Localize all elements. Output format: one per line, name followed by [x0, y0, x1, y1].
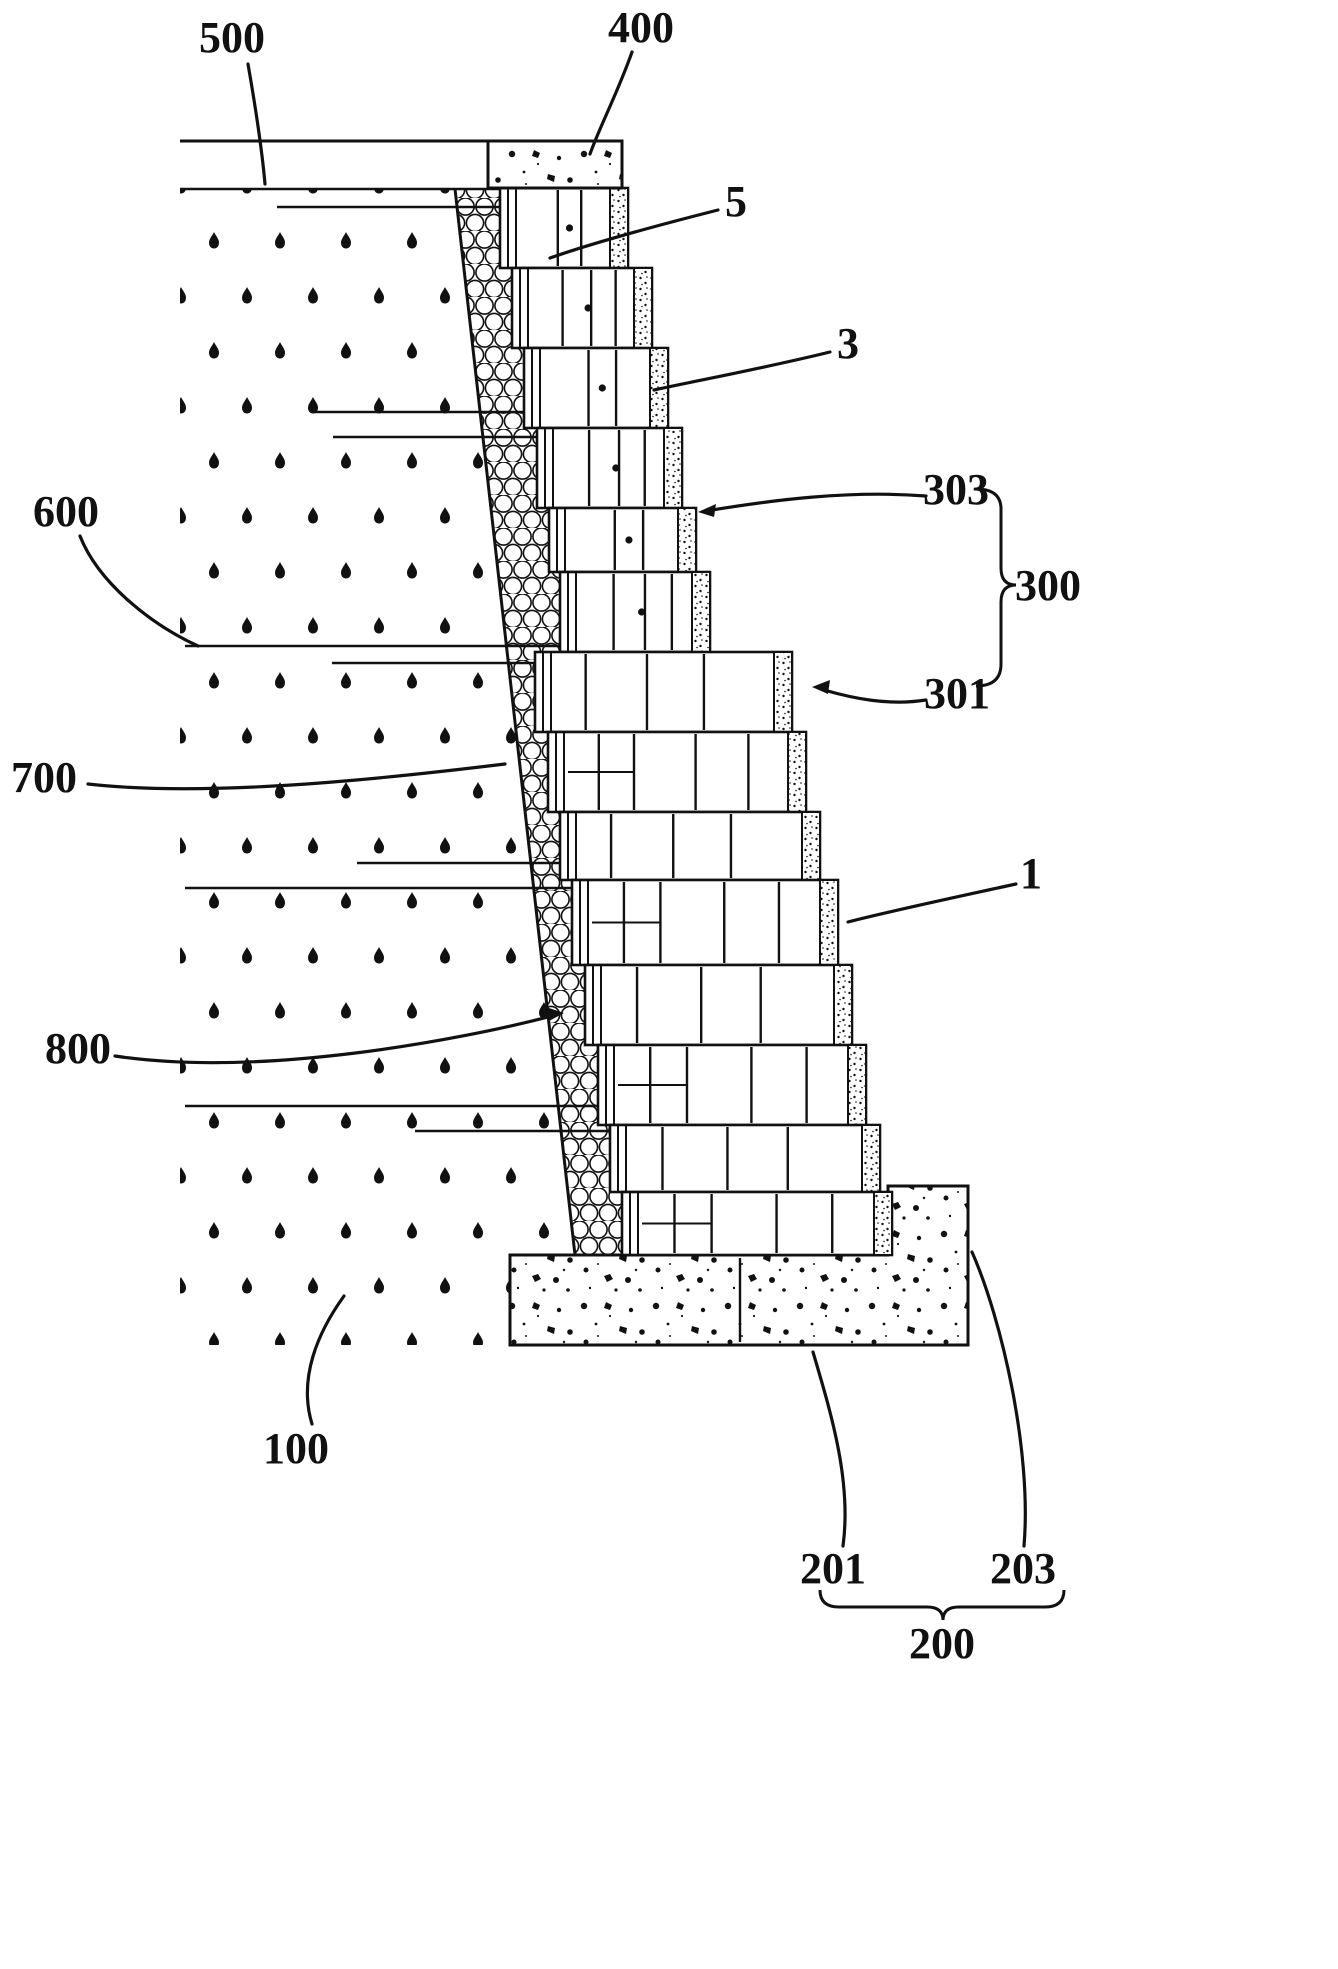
- leader-lines: [78, 50, 1027, 1548]
- ref-label-301: 301: [924, 669, 990, 718]
- wall-course: [596, 1043, 868, 1127]
- slope-cut-line: [453, 188, 577, 1256]
- arrowhead-800: [546, 1007, 564, 1021]
- wall-block-row: [547, 506, 698, 574]
- wall-block-row: [498, 186, 630, 270]
- wall-course: [533, 650, 794, 734]
- wall-block-row: [533, 650, 794, 734]
- wall-course: [558, 570, 712, 654]
- ref-label-3: 3: [837, 319, 859, 368]
- leader-301: [822, 688, 928, 704]
- wall-course: [498, 186, 630, 270]
- arrowhead-301: [812, 680, 830, 694]
- leader-1: [846, 882, 1018, 924]
- facing-strip: [819, 879, 839, 966]
- block-dot: [612, 464, 620, 472]
- facing-strip: [633, 267, 653, 349]
- wall-course: [535, 426, 684, 510]
- backfill-soil-region: [180, 190, 575, 1345]
- wall-course: [608, 1123, 882, 1194]
- wall-course: [570, 878, 840, 967]
- wall-block-row: [510, 266, 654, 350]
- ref-label-300: 300: [1015, 561, 1081, 610]
- brace-300: [975, 487, 1017, 688]
- wall-block-row: [558, 570, 712, 654]
- facing-strip: [773, 651, 793, 733]
- wall-course: [546, 730, 808, 814]
- leader-500: [246, 62, 267, 186]
- facing-strip: [861, 1124, 881, 1193]
- leader-700: [86, 762, 507, 791]
- cap-block: [486, 139, 624, 190]
- wall-block-row: [608, 1123, 882, 1194]
- facing-strip: [833, 964, 853, 1046]
- leader-3: [652, 350, 832, 392]
- block-dot: [565, 224, 574, 232]
- facing-strip: [663, 427, 683, 509]
- ref-label-1: 1: [1020, 849, 1042, 898]
- brace-200: [818, 1589, 1066, 1621]
- leader-100: [305, 1294, 346, 1426]
- leader-600: [78, 534, 200, 648]
- ref-label-800: 800: [45, 1024, 111, 1073]
- block-dot: [598, 384, 606, 392]
- ref-label-600: 600: [33, 487, 99, 536]
- ref-label-400: 400: [608, 3, 674, 52]
- leader-203: [970, 1250, 1027, 1548]
- block-dot: [584, 304, 592, 312]
- facing-strip: [787, 731, 807, 813]
- ref-label-500: 500: [199, 13, 265, 62]
- wall-block-row: [522, 346, 670, 430]
- facing-strip: [801, 811, 821, 881]
- wall-course: [583, 963, 854, 1047]
- wall-course: [620, 1190, 894, 1257]
- ref-label-303: 303: [923, 465, 989, 514]
- wall-course: [522, 346, 670, 430]
- ref-label-100: 100: [263, 1424, 329, 1473]
- ref-label-203: 203: [990, 1544, 1056, 1593]
- wall-block-row: [535, 426, 684, 510]
- block-dot: [638, 608, 646, 616]
- leader-201: [811, 1350, 847, 1548]
- wall-course: [547, 506, 698, 574]
- leader-800: [113, 1014, 554, 1065]
- leader-400: [588, 50, 634, 156]
- ref-label-700: 700: [11, 753, 77, 802]
- leader-303: [704, 492, 928, 513]
- wall-course: [510, 266, 654, 350]
- wall-block-row: [558, 810, 822, 882]
- block-dot: [625, 536, 633, 544]
- facing-strip: [873, 1191, 893, 1256]
- ref-label-201: 201: [800, 1544, 866, 1593]
- facing-strip: [691, 571, 711, 653]
- facing-strip: [609, 187, 629, 269]
- wall-block-row: [583, 963, 854, 1047]
- arrowhead-303: [698, 504, 716, 517]
- facing-strip: [677, 507, 697, 573]
- ref-label-200: 200: [909, 1619, 975, 1668]
- ref-label-5: 5: [725, 177, 747, 226]
- facing-strip: [847, 1044, 867, 1126]
- wall-course: [558, 810, 822, 882]
- leader-5: [548, 208, 720, 260]
- block-wall-courses: [498, 186, 894, 1257]
